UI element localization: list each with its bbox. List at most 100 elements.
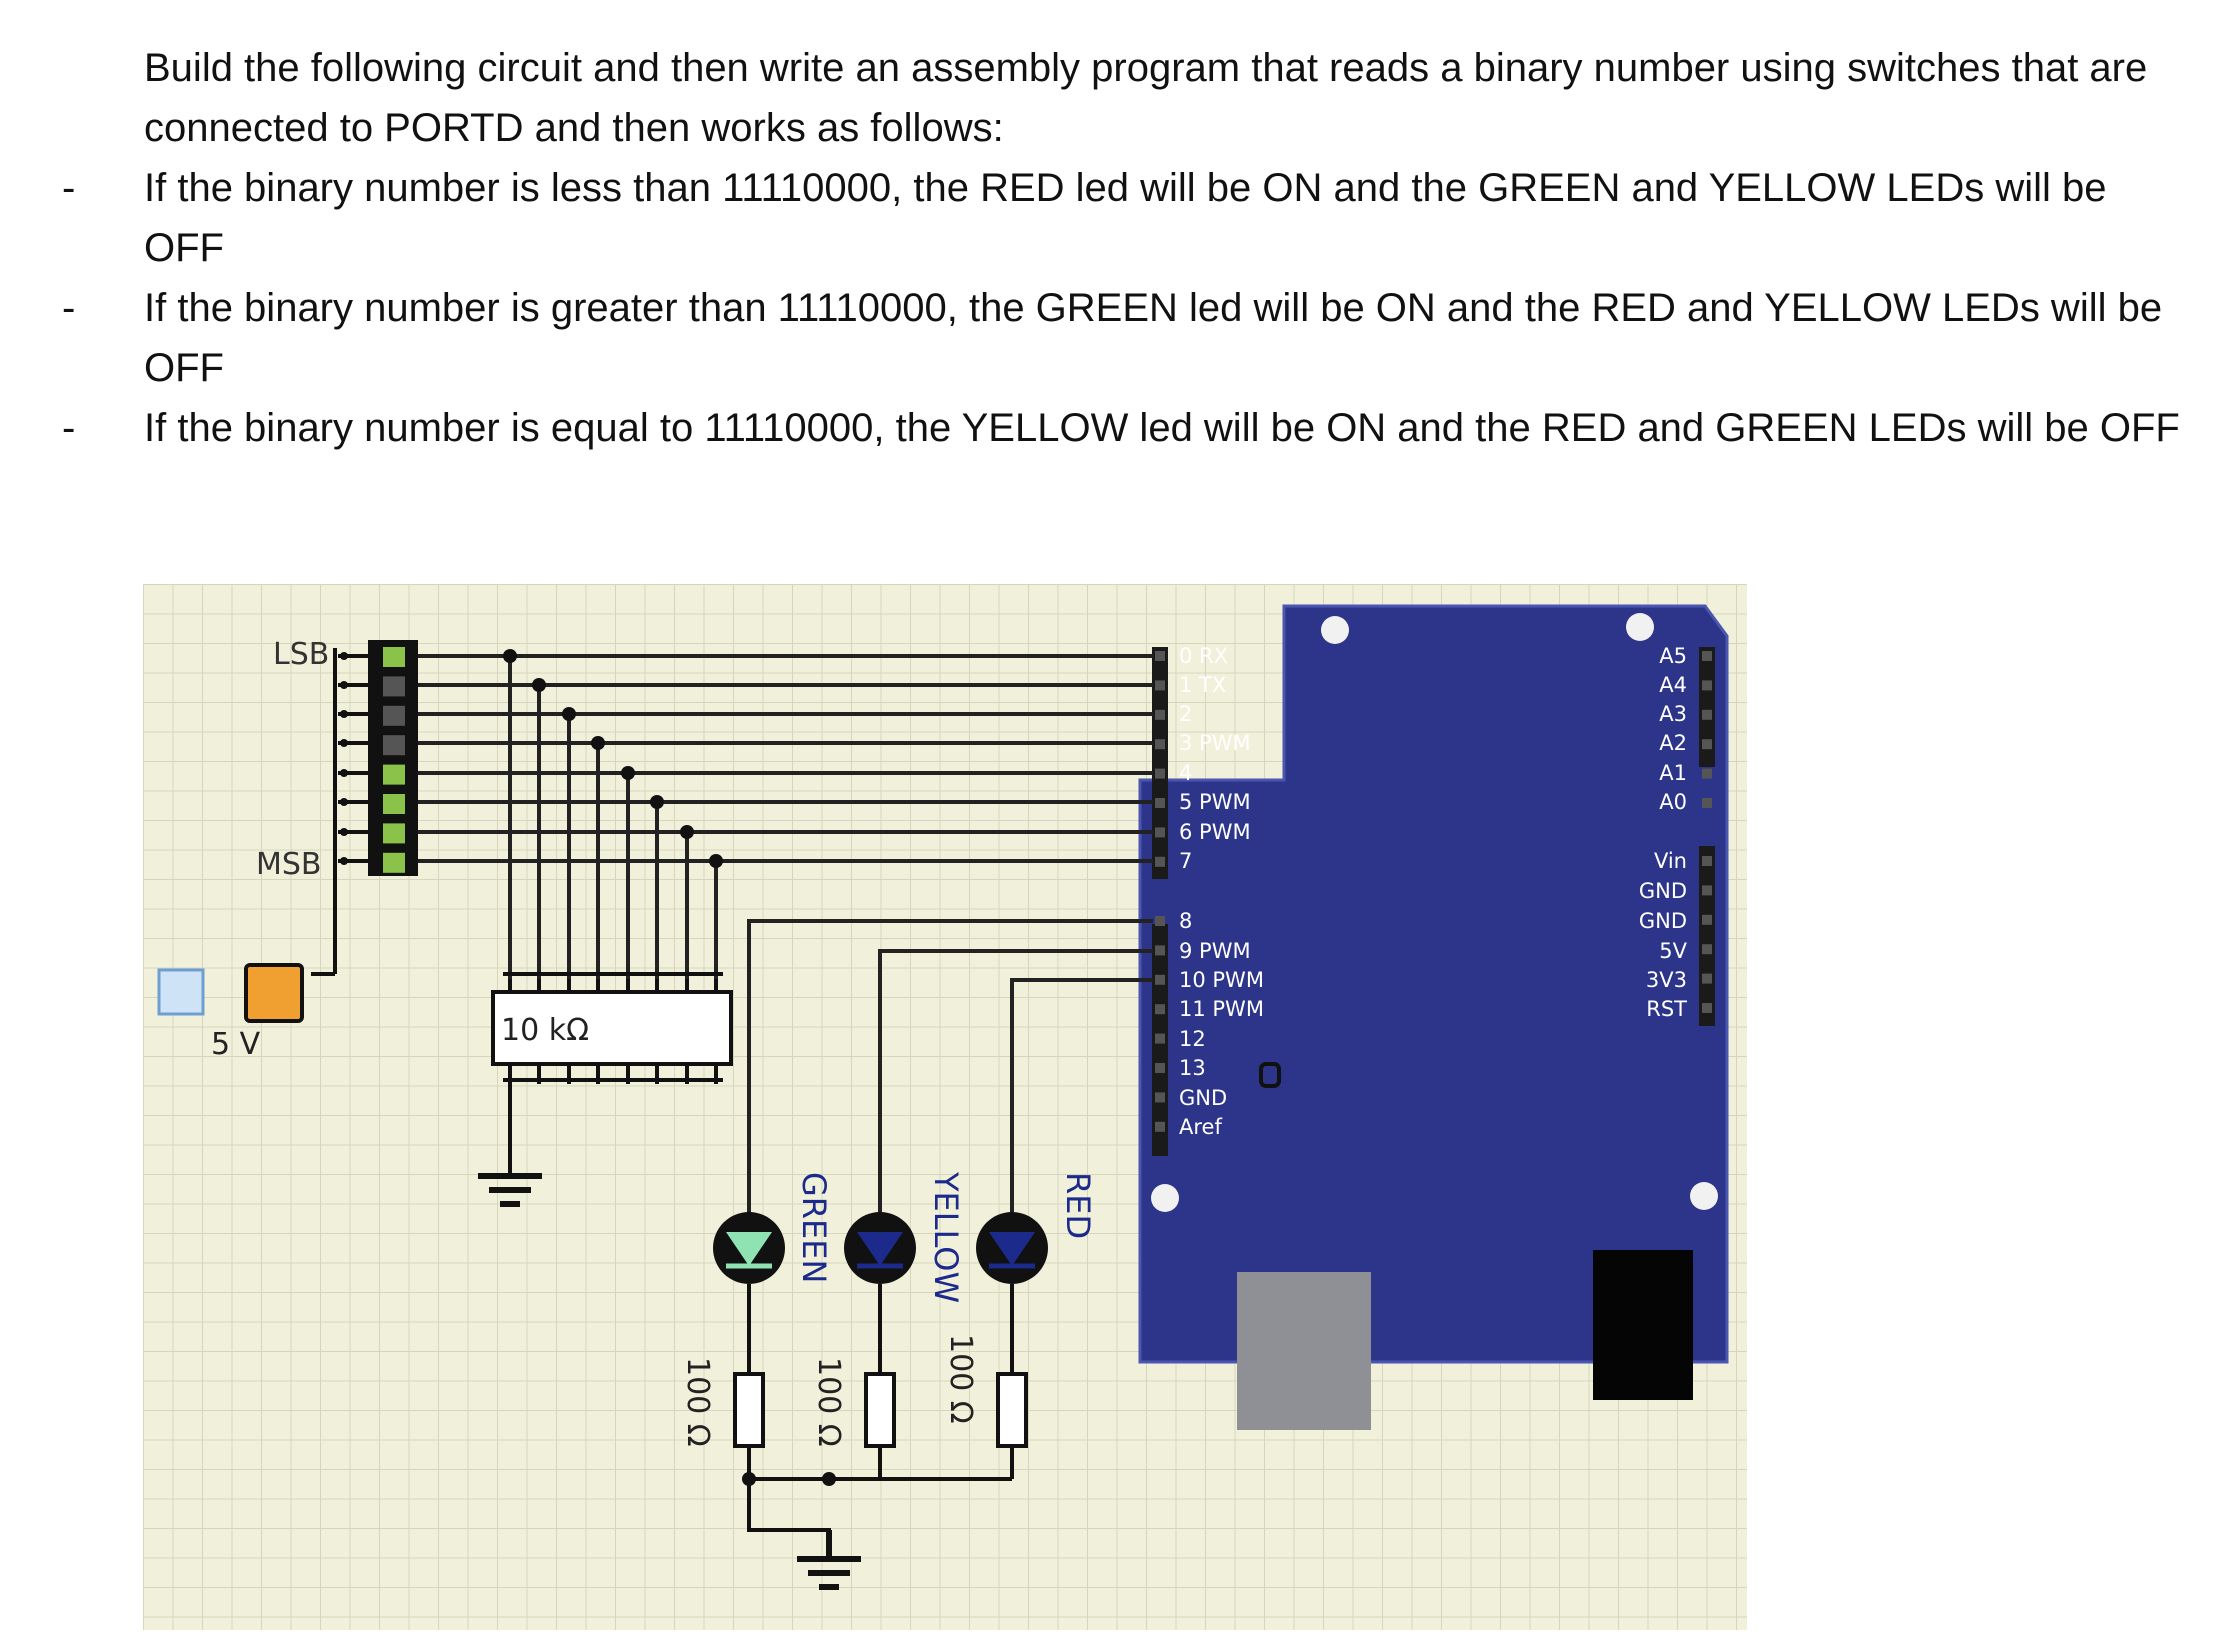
header-pin (1155, 1033, 1165, 1044)
red-label: RED (1059, 1172, 1097, 1239)
bullet-equal-to: - If the binary number is equal to 11110… (62, 398, 2194, 458)
led-resistors (733, 1284, 1028, 1544)
lsb-label: LSB (273, 637, 329, 672)
yellow-label: YELLOW (927, 1171, 965, 1303)
yellow-resistor-label: 100 Ω (811, 1357, 846, 1447)
mounting-hole (1690, 1182, 1718, 1210)
intro-paragraph: Build the following circuit and then wri… (144, 46, 2148, 150)
header-pin (1702, 944, 1712, 955)
pin-label: GND (1179, 1086, 1227, 1110)
header-pin (1702, 885, 1712, 896)
header-pin (1155, 680, 1165, 691)
header-pin (1155, 916, 1165, 926)
pin-label: Aref (1179, 1115, 1222, 1139)
red-resistor-label: 100 Ω (943, 1334, 978, 1424)
digital-pin-labels: 0 RX 1 TX 2 3 PWM 4 5 PWM 6 PWM 7 (1179, 644, 1251, 873)
switch-6[interactable] (383, 823, 405, 844)
mounting-hole (1626, 613, 1654, 641)
header-pin (1702, 768, 1712, 779)
pin-label: A4 (1659, 673, 1687, 697)
resistor-network (491, 972, 733, 1174)
pin-label: A3 (1659, 702, 1687, 726)
header-pin (1155, 827, 1165, 838)
header-pin (1702, 680, 1712, 691)
header-pin (1155, 768, 1165, 779)
pin-label: 6 PWM (1179, 820, 1251, 844)
pin-label: 7 (1179, 849, 1192, 873)
pulldown-label: 10 kΩ (501, 1013, 589, 1048)
green-resistor-label: 100 Ω (680, 1357, 715, 1447)
pin-label: A2 (1659, 731, 1687, 755)
pin-label: 3 PWM (1179, 731, 1251, 755)
pin-label: 2 (1179, 702, 1192, 726)
green-label: GREEN (795, 1172, 833, 1283)
header-pin (1702, 1003, 1712, 1013)
header-pin (1155, 798, 1165, 808)
pin-label: GND (1639, 879, 1687, 903)
portd-wires (418, 654, 1153, 989)
bullet-dash: - (62, 406, 76, 450)
instructions: Build the following circuit and then wri… (62, 38, 2194, 458)
led-ground-symbol (797, 1530, 861, 1590)
header-pin (1155, 1004, 1165, 1015)
pin-label: 13 (1179, 1056, 1206, 1080)
pin-label: 10 PWM (1179, 968, 1264, 992)
pin-label: RST (1646, 997, 1687, 1021)
pin-label: 0 RX (1179, 644, 1228, 668)
switch-0[interactable] (383, 647, 405, 667)
dip-switch[interactable] (311, 640, 418, 976)
msb-label: MSB (256, 847, 322, 882)
header-pin (1155, 651, 1165, 661)
green-led (713, 1212, 785, 1284)
mounting-hole (1151, 1184, 1179, 1212)
usb-connector (1237, 1272, 1371, 1430)
header-pin (1155, 1063, 1165, 1073)
bullet-less-than: - If the binary number is less than 1111… (62, 158, 2194, 278)
led-13-indicator (1259, 1062, 1281, 1088)
switch-4[interactable] (383, 764, 405, 785)
pin-label: 12 (1179, 1027, 1206, 1051)
yellow-led (844, 1212, 916, 1284)
switch-2[interactable] (383, 705, 405, 726)
switch-3[interactable] (383, 735, 405, 756)
header-pin (1155, 974, 1165, 985)
mounting-hole (1321, 616, 1349, 644)
pin-label: A0 (1659, 790, 1687, 814)
bullet-dash: - (62, 286, 76, 330)
lower-pin-labels: 8 9 PWM 10 PWM 11 PWM 12 13 GND Aref (1179, 909, 1264, 1139)
bullet-text: If the binary number is equal to 1111000… (144, 406, 2180, 450)
header-pin (1702, 651, 1712, 661)
pin-label: A1 (1659, 761, 1687, 785)
led-wires (747, 919, 1153, 1232)
pin-label: 5 PWM (1179, 790, 1251, 814)
pin-label: 1 TX (1179, 673, 1226, 697)
supply-label: 5 V (211, 1027, 261, 1062)
switch-7[interactable] (383, 852, 405, 873)
power-supply-5v[interactable] (244, 963, 304, 1023)
header-pin (1155, 739, 1165, 750)
pin-label: A5 (1659, 644, 1687, 668)
header-pin (1702, 914, 1712, 925)
junction-dots (503, 649, 723, 868)
bullet-text: If the binary number is greater than 111… (144, 286, 2163, 390)
pin-label: 8 (1179, 909, 1192, 933)
header-pin (1155, 1092, 1165, 1103)
header-pin (1155, 945, 1165, 956)
switch-5[interactable] (383, 794, 405, 814)
red-led (976, 1212, 1048, 1284)
analog-pin-labels: A5 A4 A3 A2 A1 A0 (1659, 644, 1687, 814)
bullet-greater-than: - If the binary number is greater than 1… (62, 278, 2194, 398)
header-pin (1702, 973, 1712, 984)
probe-box[interactable] (157, 968, 205, 1016)
header-pin (1155, 1121, 1165, 1132)
header-pin (1155, 856, 1165, 867)
power-jack (1593, 1250, 1693, 1400)
switch-1[interactable] (383, 676, 405, 697)
bullet-text: If the binary number is less than 111100… (144, 166, 2107, 270)
pin-label: Vin (1654, 849, 1687, 873)
pin-label: GND (1639, 909, 1687, 933)
pin-label: 3V3 (1646, 968, 1687, 992)
arduino-board (1138, 604, 1729, 1430)
header-pin (1702, 709, 1712, 720)
pin-label: 11 PWM (1179, 997, 1264, 1021)
